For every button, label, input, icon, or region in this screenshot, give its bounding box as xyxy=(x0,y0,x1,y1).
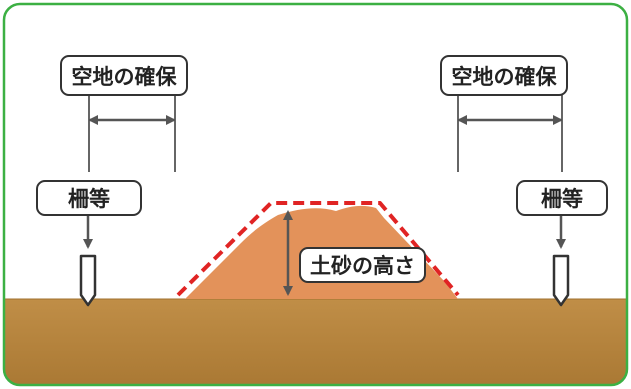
left-fence-label: 柵等 xyxy=(36,180,142,216)
right-fence-label: 柵等 xyxy=(516,180,608,216)
ground xyxy=(4,299,627,385)
right-fence-stake-icon xyxy=(552,254,570,307)
left-fence-stake-icon xyxy=(79,254,97,307)
right-space-label: 空地の確保 xyxy=(440,55,568,96)
left-space-label: 空地の確保 xyxy=(60,55,188,96)
soil-height-label: 土砂の高さ xyxy=(299,247,426,283)
